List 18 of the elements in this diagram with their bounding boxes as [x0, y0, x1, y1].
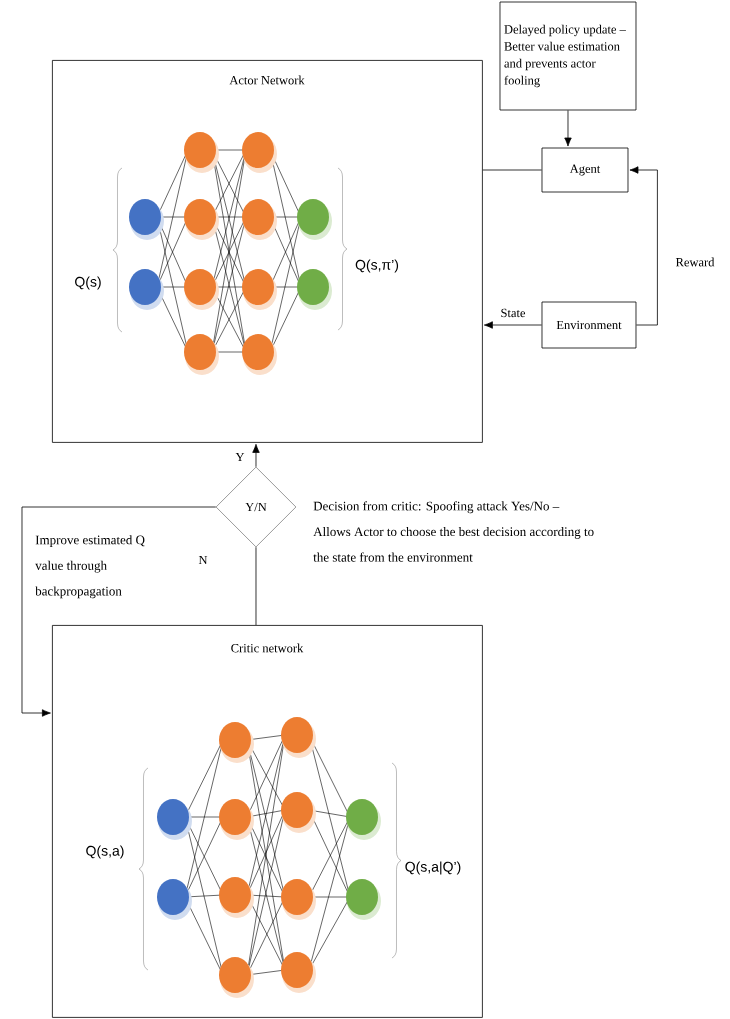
arrow — [483, 321, 542, 329]
layer-label: Q(s,a) — [86, 845, 124, 859]
layer-label: Q(s,π’) — [355, 259, 399, 273]
process-box: Agent — [541, 147, 629, 193]
arrow — [252, 443, 260, 468]
edge-label: N — [197, 554, 209, 566]
layer-label: Q(s,a|Q’) — [405, 861, 461, 875]
arrow — [629, 166, 658, 326]
process-box: Delayed policy update – Better value estimation and prevents actor fooling — [499, 1, 637, 111]
arrow — [564, 110, 572, 147]
note-text: Decision from critic: Spoofing attack Yes/No – Allows Actor to choose the best decision according to the state from the environment — [313, 501, 594, 562]
layer-label: Q(s) — [75, 276, 101, 290]
edge-label: Y — [234, 451, 246, 463]
process-box: Environment — [541, 301, 637, 349]
edge-label: Reward — [674, 256, 716, 268]
arrow — [21, 506, 217, 717]
edge-label: State — [499, 307, 527, 319]
note-text: Improve estimated Q value through backpropagation — [35, 535, 145, 599]
